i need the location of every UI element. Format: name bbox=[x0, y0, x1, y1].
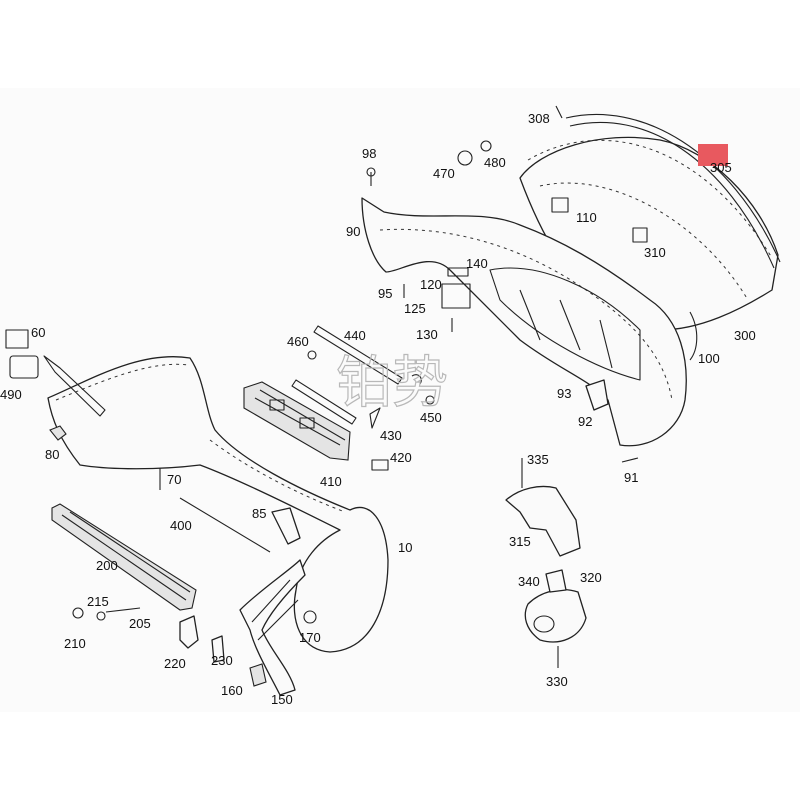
callout-335[interactable]: 335 bbox=[527, 452, 549, 467]
callout-170[interactable]: 170 bbox=[299, 630, 321, 645]
callout-340[interactable]: 340 bbox=[518, 574, 540, 589]
callout-220[interactable]: 220 bbox=[164, 656, 186, 671]
callout-440[interactable]: 440 bbox=[344, 328, 366, 343]
callout-110[interactable]: 110 bbox=[576, 210, 597, 225]
callout-470[interactable]: 470 bbox=[433, 166, 455, 181]
highlight-marker bbox=[698, 144, 728, 166]
callout-490[interactable]: 490 bbox=[0, 387, 22, 402]
callout-450[interactable]: 450 bbox=[420, 410, 442, 425]
callout-130[interactable]: 130 bbox=[416, 327, 438, 342]
callout-125[interactable]: 125 bbox=[404, 301, 426, 316]
callout-400[interactable]: 400 bbox=[170, 518, 192, 533]
callout-60[interactable]: 60 bbox=[31, 325, 45, 340]
callout-200[interactable]: 200 bbox=[96, 558, 118, 573]
callout-95[interactable]: 95 bbox=[378, 286, 392, 301]
callout-93[interactable]: 93 bbox=[557, 386, 571, 401]
callout-70[interactable]: 70 bbox=[167, 472, 181, 487]
part-150-side-bracket bbox=[239, 559, 306, 696]
part-440-strip bbox=[291, 325, 403, 425]
callout-230[interactable]: 230 bbox=[211, 653, 233, 668]
part-10-bumper-cover bbox=[47, 356, 389, 653]
callout-460[interactable]: 460 bbox=[287, 334, 309, 349]
callout-480[interactable]: 480 bbox=[484, 155, 506, 170]
callout-330[interactable]: 330 bbox=[546, 674, 568, 689]
fasteners bbox=[5, 105, 698, 687]
callout-91[interactable]: 91 bbox=[624, 470, 638, 485]
callout-215[interactable]: 215 bbox=[87, 594, 109, 609]
callout-430[interactable]: 430 bbox=[380, 428, 402, 443]
part-200-reflector-carrier bbox=[51, 503, 197, 611]
callout-85[interactable]: 85 bbox=[252, 506, 266, 521]
callout-160[interactable]: 160 bbox=[221, 683, 243, 698]
part-410-absorber bbox=[243, 381, 351, 461]
callout-420[interactable]: 420 bbox=[390, 450, 412, 465]
callout-140[interactable]: 140 bbox=[466, 256, 488, 271]
callout-90[interactable]: 90 bbox=[346, 224, 360, 239]
callout-100[interactable]: 100 bbox=[698, 351, 720, 366]
part-305-trim-strip bbox=[565, 113, 781, 269]
callout-150[interactable]: 150 bbox=[271, 692, 293, 707]
callout-310[interactable]: 310 bbox=[644, 245, 666, 260]
callout-210[interactable]: 210 bbox=[64, 636, 86, 651]
callout-410[interactable]: 410 bbox=[320, 474, 342, 489]
callout-308[interactable]: 308 bbox=[528, 111, 550, 126]
callout-320[interactable]: 320 bbox=[580, 570, 602, 585]
part-220-bracket bbox=[179, 615, 199, 649]
callout-205[interactable]: 205 bbox=[129, 616, 151, 631]
part-320-sensor-housing bbox=[524, 589, 587, 643]
callout-120[interactable]: 120 bbox=[420, 277, 442, 292]
callout-labels: 10 60 70 80 85 90 91 92 93 95 98 100 110… bbox=[0, 111, 756, 707]
watermark-text: 铂势 bbox=[336, 351, 448, 416]
callout-10[interactable]: 10 bbox=[398, 540, 412, 555]
callout-98[interactable]: 98 bbox=[362, 146, 376, 161]
callout-315[interactable]: 315 bbox=[509, 534, 531, 549]
callout-300[interactable]: 300 bbox=[734, 328, 756, 343]
callout-80[interactable]: 80 bbox=[45, 447, 59, 462]
callout-305[interactable]: 305 bbox=[710, 160, 732, 175]
part-315-bracket bbox=[505, 485, 581, 557]
callout-92[interactable]: 92 bbox=[578, 414, 592, 429]
